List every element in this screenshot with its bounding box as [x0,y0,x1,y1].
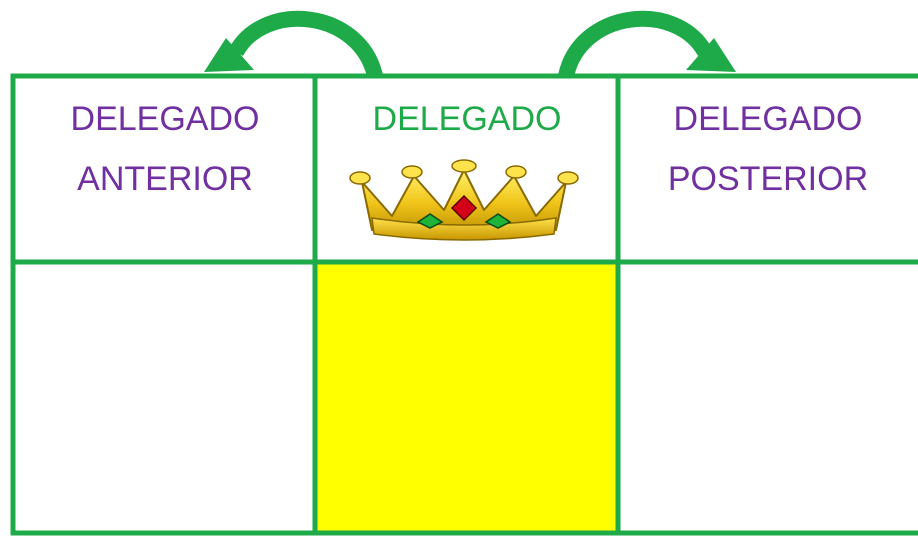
curved-arrow-right-icon [558,10,736,79]
left-line2: ANTERIOR [77,160,253,198]
cell-center-header: DELEGADO [316,96,618,256]
curved-arrow-left-icon [204,10,383,79]
left-line1: DELEGADO [70,100,260,138]
crown-icon [349,159,579,241]
cell-right-header: DELEGADO POSTERIOR [620,96,916,256]
right-line1: DELEGADO [673,100,863,138]
right-line2: POSTERIOR [667,160,869,198]
center-line1: DELEGADO [372,100,562,138]
table-border [10,73,918,536]
cell-left-header: DELEGADO ANTERIOR [16,96,314,256]
highlighted-cell [316,263,616,533]
